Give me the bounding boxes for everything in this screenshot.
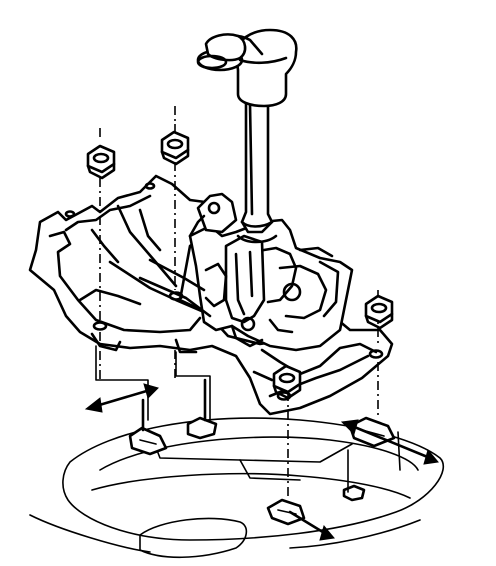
shift-knob: [196, 28, 298, 108]
bracket-to-stud-lines: [95, 345, 401, 493]
hex-nut-rear-right: [364, 294, 394, 330]
shift-mechanism-housing: [138, 192, 354, 352]
removal-arrow-bottom: [288, 510, 335, 541]
removal-arrow-right: [340, 419, 439, 465]
floor-stud-front-center: [186, 378, 218, 440]
hex-nut-rear-center: [272, 364, 302, 400]
shift-lever: [236, 94, 278, 244]
floor-stud-rear-center: [266, 498, 306, 526]
hex-nut-front-left: [86, 144, 116, 180]
floor-stud-front-left: [128, 398, 168, 456]
removal-arrow-left: [84, 383, 159, 413]
shifter-base-bracket: [28, 174, 394, 416]
floor-stud-right-small: [342, 484, 366, 502]
hex-nut-front-right: [160, 130, 190, 166]
